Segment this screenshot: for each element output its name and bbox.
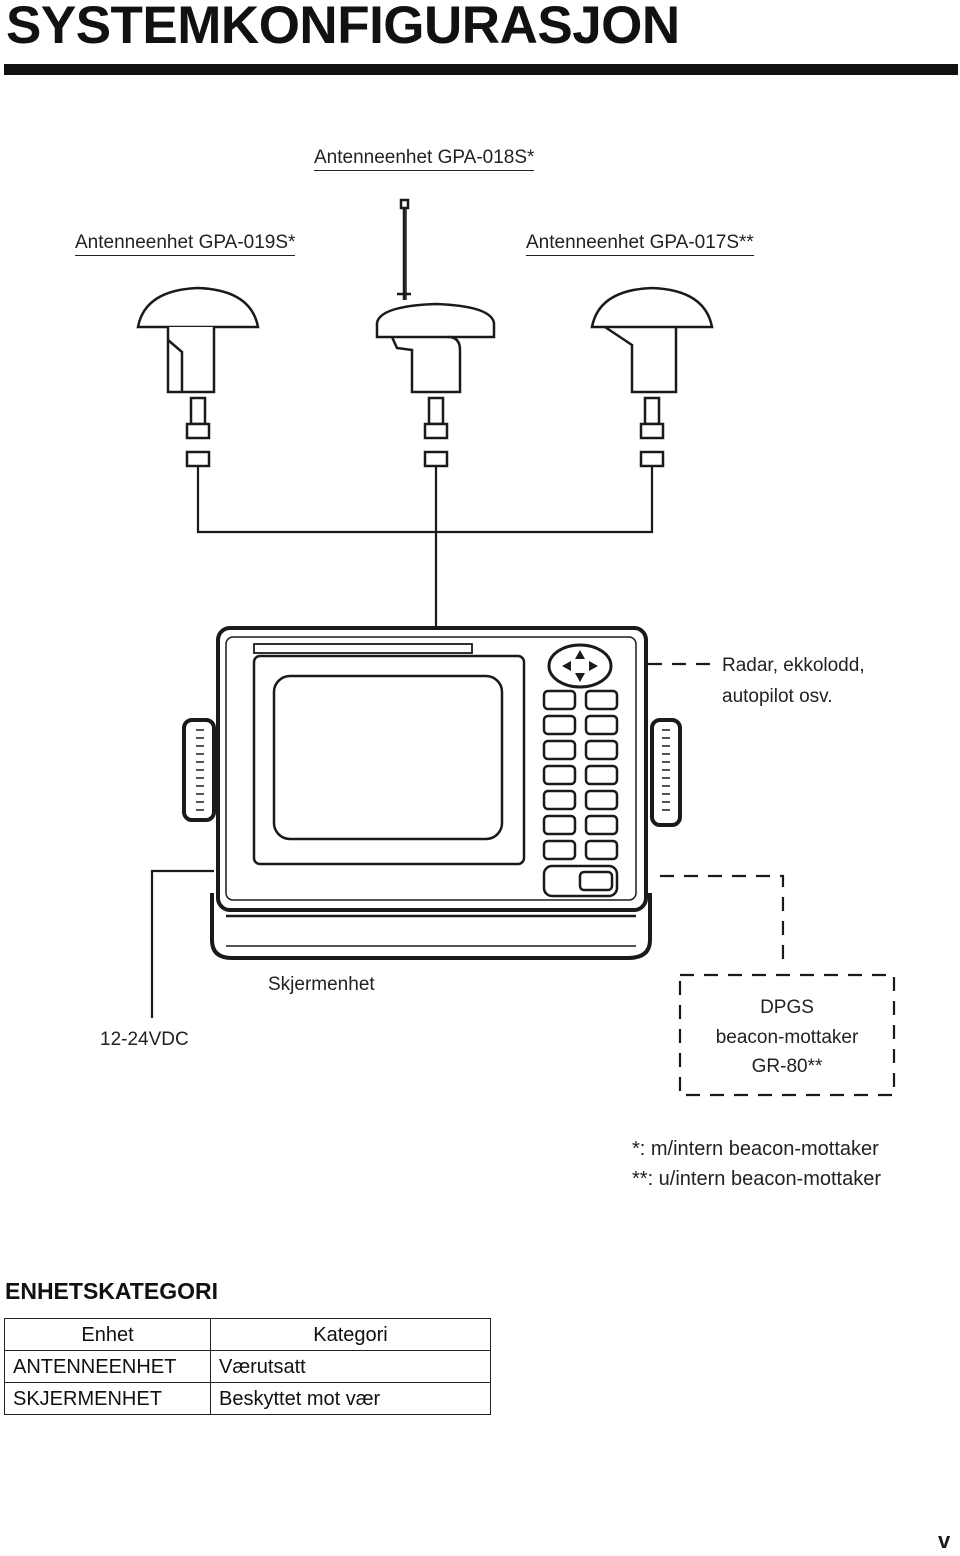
antenna-cables: [150, 466, 654, 1018]
cell-unit: SKJERMENHET: [4, 1382, 211, 1415]
table-row: ANTENNEENHET Værutsatt: [4, 1350, 491, 1383]
label-antenna-gpa-017s: Antenneenhet GPA-017S**: [526, 232, 754, 256]
label-antenna-gpa-018s: Antenneenhet GPA-018S*: [314, 147, 535, 171]
note-internal-beacon: *: m/intern beacon-mottaker: [632, 1138, 879, 1160]
header-unit: Enhet: [4, 1318, 211, 1351]
label-power: 12-24VDC: [100, 1029, 189, 1050]
page-number: v: [938, 1528, 951, 1553]
antenna-gpa-017s-icon: [590, 286, 714, 468]
section-title: ENHETSKATEGORI: [5, 1278, 218, 1304]
cell-category: Beskyttet mot vær: [210, 1382, 491, 1415]
label-dgps-line1: DPGS: [760, 997, 814, 1018]
table-row: SKJERMENHET Beskyttet mot vær: [4, 1382, 491, 1415]
cell-unit: ANTENNEENHET: [4, 1350, 211, 1383]
note-no-internal-beacon: **: u/intern beacon-mottaker: [632, 1168, 882, 1190]
title-rule: [4, 64, 958, 75]
display-unit-icon: [182, 626, 682, 960]
label-antenna-gpa-019s: Antenneenhet GPA-019S*: [75, 232, 296, 256]
label-radar-line1: Radar, ekkolodd,: [722, 655, 865, 676]
label-radar-line2: autopilot osv.: [722, 686, 833, 707]
antenna-gpa-019s-icon: [136, 286, 260, 468]
label-dgps-line2: beacon-mottaker: [715, 1027, 859, 1048]
system-diagram: [136, 198, 896, 1097]
antenna-gpa-018s-icon: [375, 198, 496, 468]
label-dgps-line3: GR-80**: [751, 1056, 823, 1077]
category-table: Enhet Kategori ANTENNEENHET Værutsatt SK…: [4, 1318, 491, 1415]
header-category: Kategori: [210, 1318, 491, 1351]
cell-category: Værutsatt: [210, 1350, 491, 1383]
table-header-row: Enhet Kategori: [4, 1318, 491, 1351]
page-title: SYSTEMKONFIGURASJON: [6, 0, 680, 55]
dashed-connections: [648, 662, 896, 1097]
label-display-unit: Skjermenhet: [268, 974, 375, 995]
